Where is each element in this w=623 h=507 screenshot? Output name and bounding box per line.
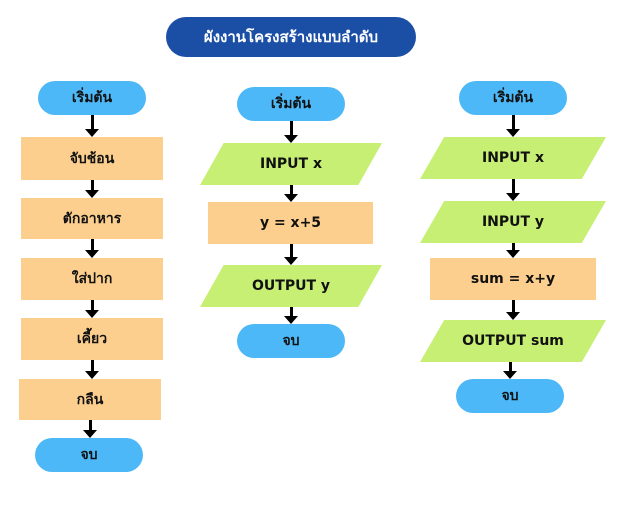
col3-end-terminal: จบ [456,379,564,413]
col1-step-2: ตักอาหาร [21,198,163,239]
col3-input-x-box: INPUT x [420,137,606,179]
col2-arrow-3 [283,244,299,265]
col3-start-terminal: เริ่มต้น [459,81,567,115]
col1-end-terminal: จบ [35,438,143,472]
col1-step-3: ใส่ปาก [21,258,163,300]
col1-start-terminal: เริ่มต้น [38,81,146,115]
col3-arrow-2 [505,179,521,201]
col3-output-box: OUTPUT sum [420,320,606,362]
col1-step-4: เคี้ยว [21,318,163,360]
col2-arrow-1 [283,121,299,143]
col3-arrow-5 [502,362,518,379]
col2-arrow-4 [283,307,299,324]
col3-arrow-4 [505,300,521,320]
col3-output-label: OUTPUT sum [462,333,564,349]
col2-input-box: INPUT x [200,143,382,185]
col3-arrow-1 [505,115,521,137]
col1-arrow-3 [84,239,100,258]
col3-input-y-box: INPUT y [420,201,606,243]
col1-arrow-5 [84,360,100,379]
col2-output-box: OUTPUT y [200,265,382,307]
col1-step-5: กลืน [19,379,161,420]
col3-input-y-label: INPUT y [481,214,545,230]
col1-step-1: จับช้อน [21,137,163,180]
col2-input-label: INPUT x [259,156,322,172]
col1-arrow-2 [84,180,100,198]
col3-process-box: sum = x+y [430,258,596,300]
col1-arrow-1 [84,115,100,137]
col3-arrow-3 [505,243,521,258]
col1-arrow-4 [84,300,100,318]
col1-arrow-6 [82,420,98,438]
col2-process-box: y = x+5 [208,202,373,244]
col2-end-terminal: จบ [237,324,345,358]
col2-start-terminal: เริ่มต้น [237,87,345,121]
col3-input-x-label: INPUT x [481,150,544,166]
col2-arrow-2 [283,185,299,202]
diagram-title: ผังงานโครงสร้างแบบลำดับ [166,17,416,57]
col2-output-label: OUTPUT y [252,278,330,294]
